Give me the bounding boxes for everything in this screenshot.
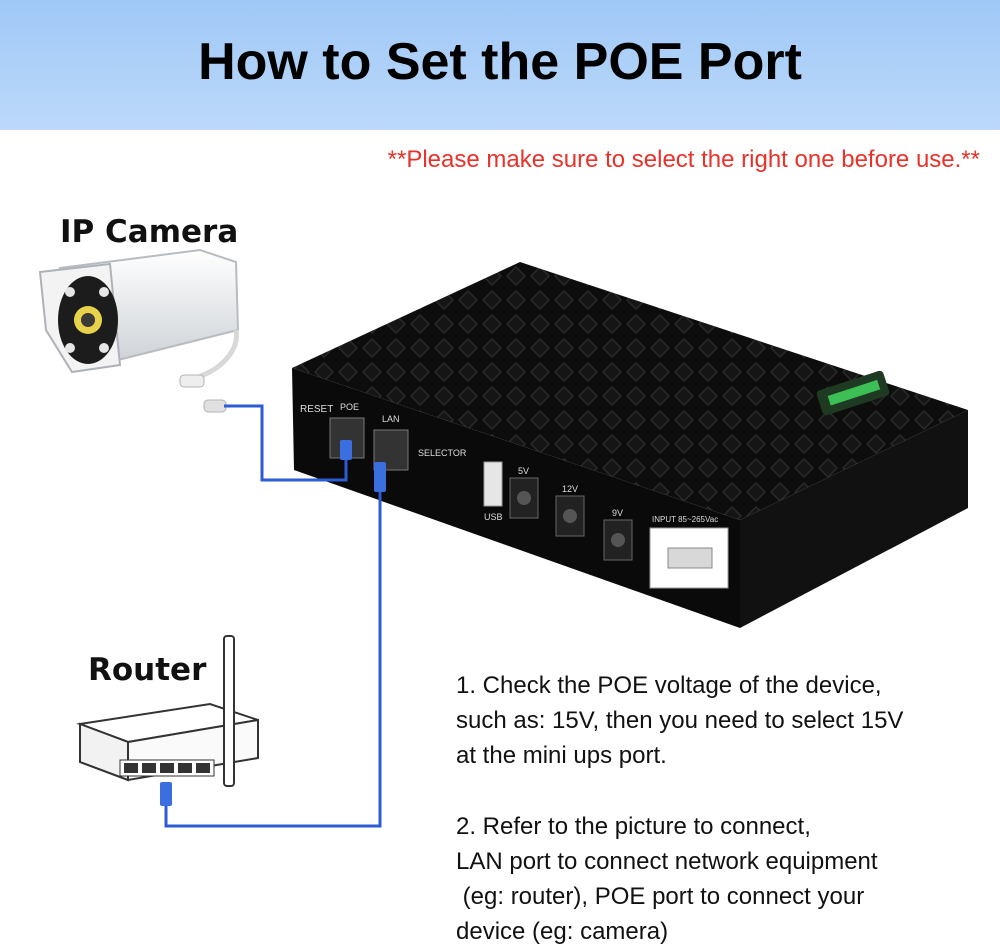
instructions: 1. Check the POE voltage of the device, … — [456, 668, 976, 949]
usb-label: USB — [484, 512, 503, 522]
port-12v-label: 12V — [562, 484, 578, 494]
warning-note: **Please make sure to select the right o… — [387, 146, 980, 173]
page-title: How to Set the POE Port — [198, 33, 802, 91]
network-cables — [164, 404, 382, 828]
reset-label: RESET — [300, 404, 333, 415]
mini-ups-device: RESET POE LAN SELECTOR USB 5V 12V 9V INP… — [292, 262, 968, 628]
ip-camera-image — [38, 248, 240, 413]
port-5v-label: 5V — [518, 466, 529, 476]
router-label: Router — [88, 652, 207, 688]
title-banner: How to Set the POE Port — [0, 0, 1000, 130]
input-label: INPUT 85~265Vac — [652, 515, 718, 524]
step1-line3: at the mini ups port. — [456, 742, 667, 769]
router-image — [76, 635, 259, 787]
step2-line3: (eg: router), POE port to connect your — [456, 883, 865, 910]
port-9v-label: 9V — [612, 508, 623, 518]
poe-port-label: POE — [340, 402, 359, 412]
step2-line1: 2. Refer to the picture to connect, — [456, 813, 811, 840]
lan-port-label: LAN — [382, 414, 400, 424]
lan-plug-icon — [374, 462, 386, 492]
step1-line2: such as: 15V, then you need to select 15… — [456, 707, 904, 734]
step1-line1: 1. Check the POE voltage of the device, — [456, 672, 882, 699]
step2-line4: device (eg: camera) — [456, 918, 669, 945]
poe-plug-icon — [340, 440, 352, 460]
router-plug-icon — [160, 782, 172, 806]
selector-label: SELECTOR — [418, 448, 467, 458]
step2-line2: LAN port to connect network equipment — [456, 848, 878, 875]
ip-camera-label: IP Camera — [60, 214, 239, 250]
